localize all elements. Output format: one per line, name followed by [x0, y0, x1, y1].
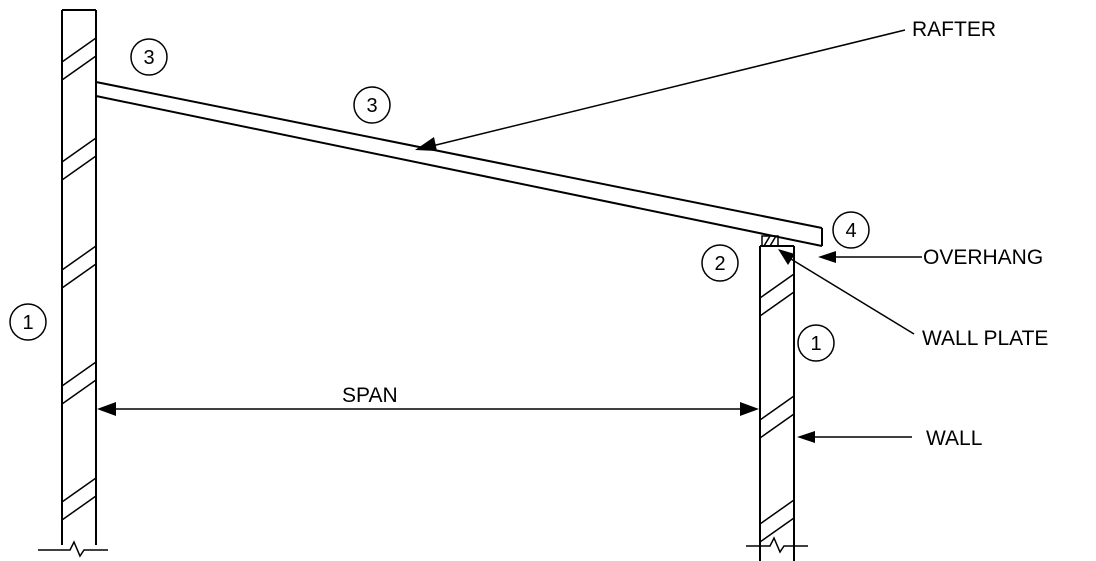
wall-plate — [761, 235, 779, 247]
svg-text:1: 1 — [22, 312, 33, 334]
marker-left-wall: 1 — [9, 303, 47, 341]
svg-text:1: 1 — [810, 333, 821, 355]
rafter-leader — [415, 29, 906, 151]
marker-rafter-mid: 3 — [353, 86, 391, 124]
wall-label: WALL — [926, 427, 982, 450]
wall-plate-label: WALL PLATE — [922, 327, 1048, 350]
marker-wall-plate: 2 — [701, 244, 739, 282]
svg-text:3: 3 — [143, 47, 154, 69]
svg-text:2: 2 — [714, 253, 725, 275]
marker-rafter-end: 3 — [130, 38, 168, 76]
wall-leader — [797, 431, 912, 443]
svg-text:3: 3 — [366, 95, 377, 117]
marker-right-wall: 1 — [797, 324, 835, 362]
left-wall — [38, 9, 108, 558]
marker-overhang: 4 — [832, 211, 870, 249]
rafter — [95, 81, 823, 247]
wall-plate-leader — [778, 249, 915, 335]
span-dimension — [97, 402, 759, 416]
svg-text:4: 4 — [845, 220, 856, 242]
right-wall — [746, 245, 808, 561]
overhang-label: OVERHANG — [923, 246, 1043, 269]
rafter-label: RAFTER — [912, 18, 996, 41]
span-label: SPAN — [342, 384, 398, 407]
overhang-leader — [818, 251, 922, 263]
